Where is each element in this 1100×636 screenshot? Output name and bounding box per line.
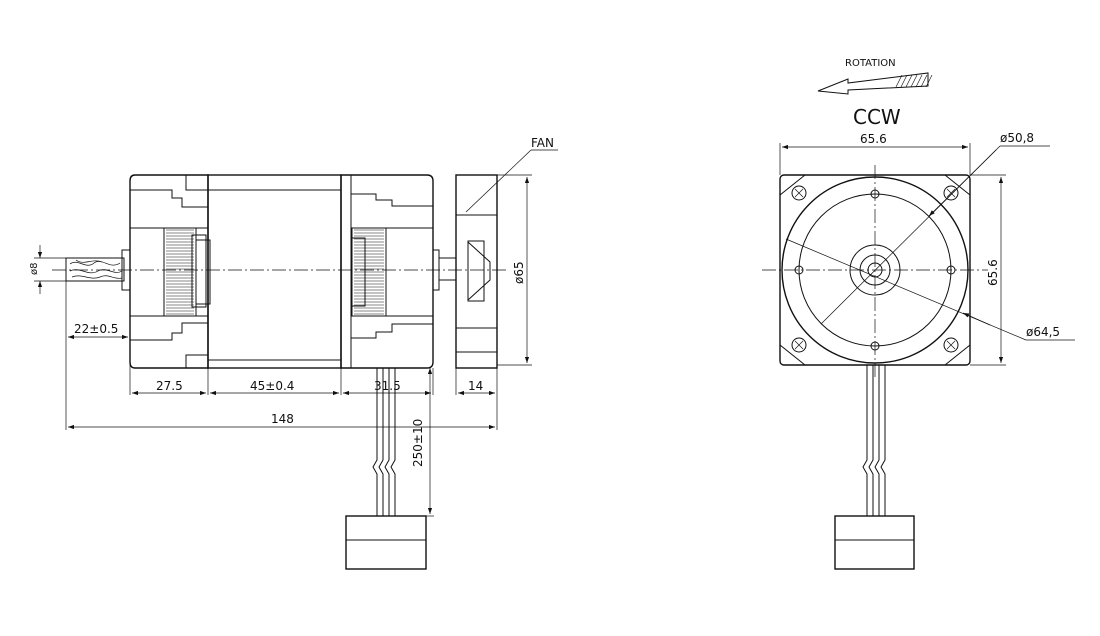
fan bbox=[455, 174, 498, 369]
direction-text: CCW bbox=[853, 105, 901, 129]
dim-bolt-circle: ø50,8 bbox=[820, 131, 1050, 325]
dim-sections: 27.5 45±0.4 31.5 14 bbox=[132, 368, 498, 430]
corner-screw bbox=[943, 337, 959, 353]
dim-overall-length: 148 bbox=[68, 412, 495, 430]
dim-face-height: 65.6 bbox=[970, 174, 1006, 366]
dim-outer-dia: ø64,5 bbox=[785, 238, 1075, 341]
side-view: FAN ø8 22±0.5 27.5 bbox=[29, 136, 558, 570]
outer-dia-text: ø64,5 bbox=[1026, 325, 1060, 339]
rear-coil bbox=[163, 227, 211, 317]
fan-dia-text: ø65 bbox=[512, 261, 526, 284]
shaft-dia-text: ø8 bbox=[29, 263, 40, 275]
dim-face-width: 65.6 bbox=[779, 132, 971, 175]
corner-screw bbox=[943, 185, 959, 201]
rotation-text: ROTATION bbox=[845, 58, 896, 69]
side-connector bbox=[345, 515, 427, 570]
dim-fan-dia: ø65 bbox=[497, 174, 532, 366]
face-height-text: 65.6 bbox=[986, 259, 1000, 286]
rotation-hatch bbox=[925, 74, 933, 88]
overall-length-text: 148 bbox=[271, 412, 294, 426]
front-bracket bbox=[340, 174, 434, 369]
rotation-hatch bbox=[915, 74, 923, 88]
corner-screw bbox=[791, 185, 807, 201]
dim-shaft-length: 22±0.5 bbox=[65, 281, 131, 430]
fan-width-text: 14 bbox=[468, 379, 483, 393]
dim-shaft-dia: ø8 bbox=[29, 245, 66, 294]
stator-length-text: 45±0.4 bbox=[250, 379, 294, 393]
rotation-hatch bbox=[920, 74, 928, 88]
front-view: ROTATION CCW bbox=[762, 58, 1075, 570]
face-width-text: 65.6 bbox=[860, 132, 887, 146]
lead-length-text: 250±10 bbox=[411, 419, 425, 467]
front-connector bbox=[834, 515, 915, 570]
rear-section-text: 27.5 bbox=[156, 379, 183, 393]
front-section-text: 31.5 bbox=[374, 379, 401, 393]
fan-label: FAN bbox=[465, 136, 558, 213]
corner-screw bbox=[791, 337, 807, 353]
stator bbox=[207, 174, 342, 369]
fan-text: FAN bbox=[531, 136, 554, 150]
rotation-arrow bbox=[817, 72, 929, 95]
rotation-hatch bbox=[905, 74, 913, 88]
dim-lead-length: 250±10 bbox=[411, 368, 434, 517]
rotation-hatch bbox=[900, 74, 908, 88]
front-lead-wires bbox=[862, 365, 886, 516]
rotation-hatch bbox=[910, 74, 918, 88]
front-coil bbox=[351, 227, 387, 317]
bolt-circle-text: ø50,8 bbox=[1000, 131, 1034, 145]
side-lead-wires bbox=[372, 368, 396, 516]
shaft-length-text: 22±0.5 bbox=[74, 322, 118, 336]
rotation-hatch bbox=[895, 74, 903, 88]
rotation-indicator: ROTATION CCW bbox=[817, 58, 933, 129]
